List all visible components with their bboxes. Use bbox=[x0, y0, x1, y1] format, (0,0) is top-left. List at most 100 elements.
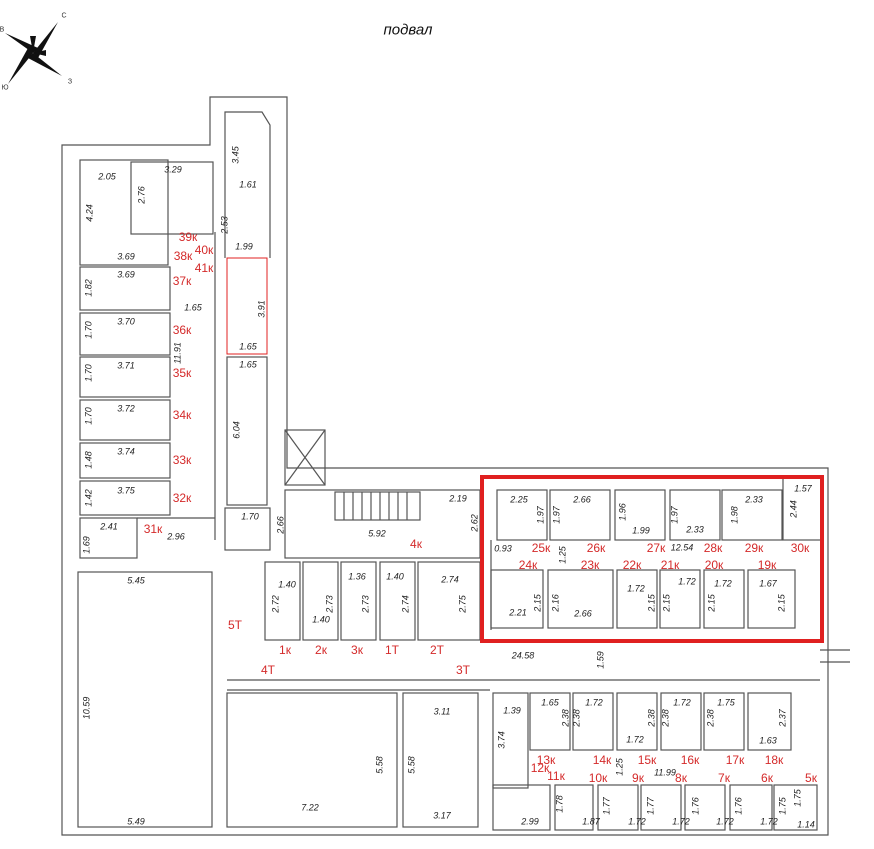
dimension-label: 3.91 bbox=[256, 300, 267, 318]
compass-west-label: З bbox=[67, 78, 73, 86]
unit-label: 13к bbox=[536, 753, 556, 767]
room bbox=[79, 480, 171, 516]
dimension-label: 1.70 bbox=[83, 364, 94, 382]
dimension-label: 2.25 bbox=[510, 494, 528, 505]
unit-label: 7к bbox=[718, 771, 730, 785]
dimension-label: 5.58 bbox=[406, 756, 417, 774]
dimension-label: 2.66 bbox=[275, 516, 286, 534]
room bbox=[492, 692, 529, 789]
building-outline bbox=[61, 96, 829, 836]
room bbox=[79, 312, 171, 356]
room bbox=[684, 784, 726, 831]
dimension-label: 1.97 bbox=[535, 506, 546, 524]
dimension-label: 1.98 bbox=[729, 506, 740, 524]
room bbox=[496, 489, 548, 541]
room bbox=[660, 692, 702, 751]
dimension-label: 11.91 bbox=[172, 342, 183, 364]
dimension-label: 10.59 bbox=[81, 696, 92, 720]
dimension-label: 1.72 bbox=[627, 583, 645, 594]
unit-label: 5к bbox=[805, 771, 817, 785]
unit-label: 36к bbox=[172, 323, 192, 337]
unit-label: 1Т bbox=[384, 643, 400, 657]
dimension-label: 1.65 bbox=[239, 341, 257, 352]
dimension-label: 1.69 bbox=[81, 536, 92, 554]
dimension-label: 2.38 bbox=[571, 709, 582, 727]
room bbox=[264, 561, 301, 641]
dimension-label: 3.74 bbox=[117, 446, 135, 457]
dimension-label: 2.73 bbox=[324, 595, 335, 613]
unit-label: 18к bbox=[764, 753, 784, 767]
dimension-label: 3.75 bbox=[117, 485, 135, 496]
dimension-label: 1.36 bbox=[348, 571, 366, 582]
dimension-label: 2.37 bbox=[777, 709, 788, 727]
unit-label: 29к bbox=[744, 541, 764, 555]
dimension-label: 1.78 bbox=[554, 795, 565, 813]
room bbox=[79, 517, 138, 559]
unit-label: 31к bbox=[143, 522, 163, 536]
dimension-label: 2.66 bbox=[574, 608, 592, 619]
dimension-label: 1.99 bbox=[235, 241, 253, 252]
dimension-label: 3.72 bbox=[117, 403, 135, 414]
dimension-label: 1.99 bbox=[632, 525, 650, 536]
dimension-label: 1.61 bbox=[239, 179, 257, 190]
unit-label: 35к bbox=[172, 366, 192, 380]
dimension-label: 2.38 bbox=[660, 709, 671, 727]
dimension-label: 1.75 bbox=[792, 789, 803, 807]
dimension-label: 2.19 bbox=[449, 493, 467, 504]
unit-label: 22к bbox=[622, 558, 642, 572]
dimension-label: 1.42 bbox=[83, 489, 94, 507]
unit-label: 21к bbox=[660, 558, 680, 572]
room bbox=[747, 569, 796, 629]
unit-label: 2к bbox=[315, 643, 327, 657]
dimension-label: 1.59 bbox=[595, 651, 606, 669]
dimension-label: 2.72 bbox=[270, 595, 281, 613]
dimension-label: 2.16 bbox=[550, 594, 561, 612]
unit-label: 33к bbox=[172, 453, 192, 467]
unit-label: 16к bbox=[680, 753, 700, 767]
dimension-label: 4.24 bbox=[84, 204, 95, 222]
room bbox=[703, 692, 745, 751]
unit-label: 28к bbox=[703, 541, 723, 555]
dimension-label: 1.72 bbox=[628, 816, 646, 827]
dimension-label: 1.72 bbox=[714, 578, 732, 589]
dimension-label: 3.11 bbox=[433, 706, 451, 717]
dimension-label: 1.72 bbox=[673, 697, 691, 708]
room bbox=[703, 569, 745, 629]
unit-label: 6к bbox=[761, 771, 773, 785]
dimension-label: 6.04 bbox=[231, 421, 242, 439]
unit-label: 34к bbox=[172, 408, 192, 422]
dimension-label: 7.22 bbox=[301, 802, 319, 813]
dimension-label: 1.40 bbox=[278, 579, 296, 590]
unit-label: 24к bbox=[518, 558, 538, 572]
dimension-label: 2.15 bbox=[646, 594, 657, 612]
dimension-label: 2.73 bbox=[360, 595, 371, 613]
dimension-label: 1.65 bbox=[184, 302, 202, 313]
dimension-label: 2.74 bbox=[400, 595, 411, 613]
room bbox=[616, 692, 658, 751]
compass-rose-icon bbox=[5, 22, 62, 84]
dimension-label: 3.69 bbox=[117, 269, 135, 280]
dimension-label: 5.45 bbox=[127, 575, 145, 586]
dimension-label: 1.72 bbox=[626, 734, 644, 745]
dimension-label: 1.70 bbox=[83, 321, 94, 339]
dimension-label: 1.48 bbox=[83, 451, 94, 469]
dimension-label: 1.72 bbox=[585, 697, 603, 708]
room bbox=[340, 561, 377, 641]
room bbox=[659, 569, 701, 629]
dimension-label: 2.38 bbox=[646, 709, 657, 727]
unit-label: 17к bbox=[725, 753, 745, 767]
stairs bbox=[334, 491, 421, 521]
unit-label: 4Т bbox=[260, 663, 276, 677]
unit-label: 41к bbox=[194, 261, 214, 275]
dimension-label: 2.38 bbox=[560, 709, 571, 727]
dimension-label: 1.65 bbox=[541, 697, 559, 708]
room bbox=[224, 507, 271, 551]
stair-steps bbox=[343, 492, 408, 520]
dimension-label: 2.33 bbox=[745, 494, 763, 505]
dimension-label: 1.25 bbox=[557, 546, 568, 564]
dimension-label: 1.87 bbox=[582, 816, 600, 827]
dimension-label: 2.21 bbox=[509, 607, 527, 618]
dimension-label: 2.99 bbox=[521, 816, 539, 827]
